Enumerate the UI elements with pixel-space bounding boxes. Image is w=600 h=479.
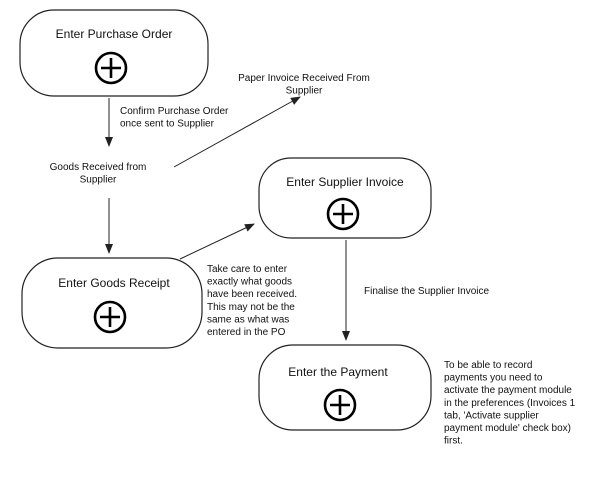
payment-module-note-line: payments you need to <box>444 373 543 384</box>
goods-received-label-line: Supplier <box>80 175 117 186</box>
enter-the-payment-shape <box>258 344 432 431</box>
enter-the-payment-box[interactable]: Enter the Payment <box>258 344 432 431</box>
plus-circle-icon[interactable] <box>326 197 360 231</box>
confirm-purchase-order-label: Confirm Purchase Order once sent to Suppl… <box>120 106 229 130</box>
enter-supplier-invoice-box[interactable]: Enter Supplier Invoice <box>258 157 432 239</box>
take-care-note-line: have been received. <box>207 289 297 300</box>
enter-purchase-order-box[interactable]: Enter Purchase Order <box>19 9 209 97</box>
take-care-note-line: entered in the PO <box>207 327 286 338</box>
payment-module-note: To be able to record payments you need to… <box>444 360 576 447</box>
take-care-note-line: same as what was <box>207 314 289 325</box>
goods-received-label-line: Goods Received from <box>50 162 147 173</box>
finalise-supplier-invoice-label-line: Finalise the Supplier Invoice <box>364 286 490 297</box>
payment-module-note-line: payment module' check box) <box>444 423 571 434</box>
payment-module-note-line: tab, 'Activate supplier <box>444 410 539 421</box>
plus-circle-icon[interactable] <box>323 388 357 422</box>
finalise-supplier-invoice-label: Finalise the Supplier Invoice <box>364 286 490 297</box>
take-care-note-line: Take care to enter <box>207 264 288 275</box>
arrow-goods-receipt-to-supplier-invoice <box>179 223 255 260</box>
paper-invoice-received-label-line: Supplier <box>286 86 323 97</box>
enter-goods-receipt-box[interactable]: Enter Goods Receipt <box>21 257 203 349</box>
arrow-goods-received-to-paper-invoice <box>173 96 301 168</box>
paper-invoice-received-label-line: Paper Invoice Received From <box>238 73 370 84</box>
payment-module-note-line: To be able to record <box>444 360 532 371</box>
enter-supplier-invoice-title: Enter Supplier Invoice <box>286 175 404 189</box>
take-care-note-line: exactly what goods <box>207 277 292 288</box>
enter-purchase-order-title: Enter Purchase Order <box>56 27 173 41</box>
enter-the-payment-title: Enter the Payment <box>288 365 388 379</box>
payment-module-note-line: first. <box>444 436 463 447</box>
payment-module-note-line: in the preferences (Invoices 1 <box>444 398 576 409</box>
plus-circle-icon[interactable] <box>93 300 127 334</box>
enter-goods-receipt-title: Enter Goods Receipt <box>58 276 170 290</box>
payment-module-note-line: activate the payment module <box>444 385 572 396</box>
confirm-purchase-order-label-line: Confirm Purchase Order <box>120 106 229 117</box>
take-care-note-line: This may not be the <box>207 302 295 313</box>
plus-circle-icon[interactable] <box>94 51 128 85</box>
confirm-purchase-order-label-line: once sent to Supplier <box>120 119 215 130</box>
